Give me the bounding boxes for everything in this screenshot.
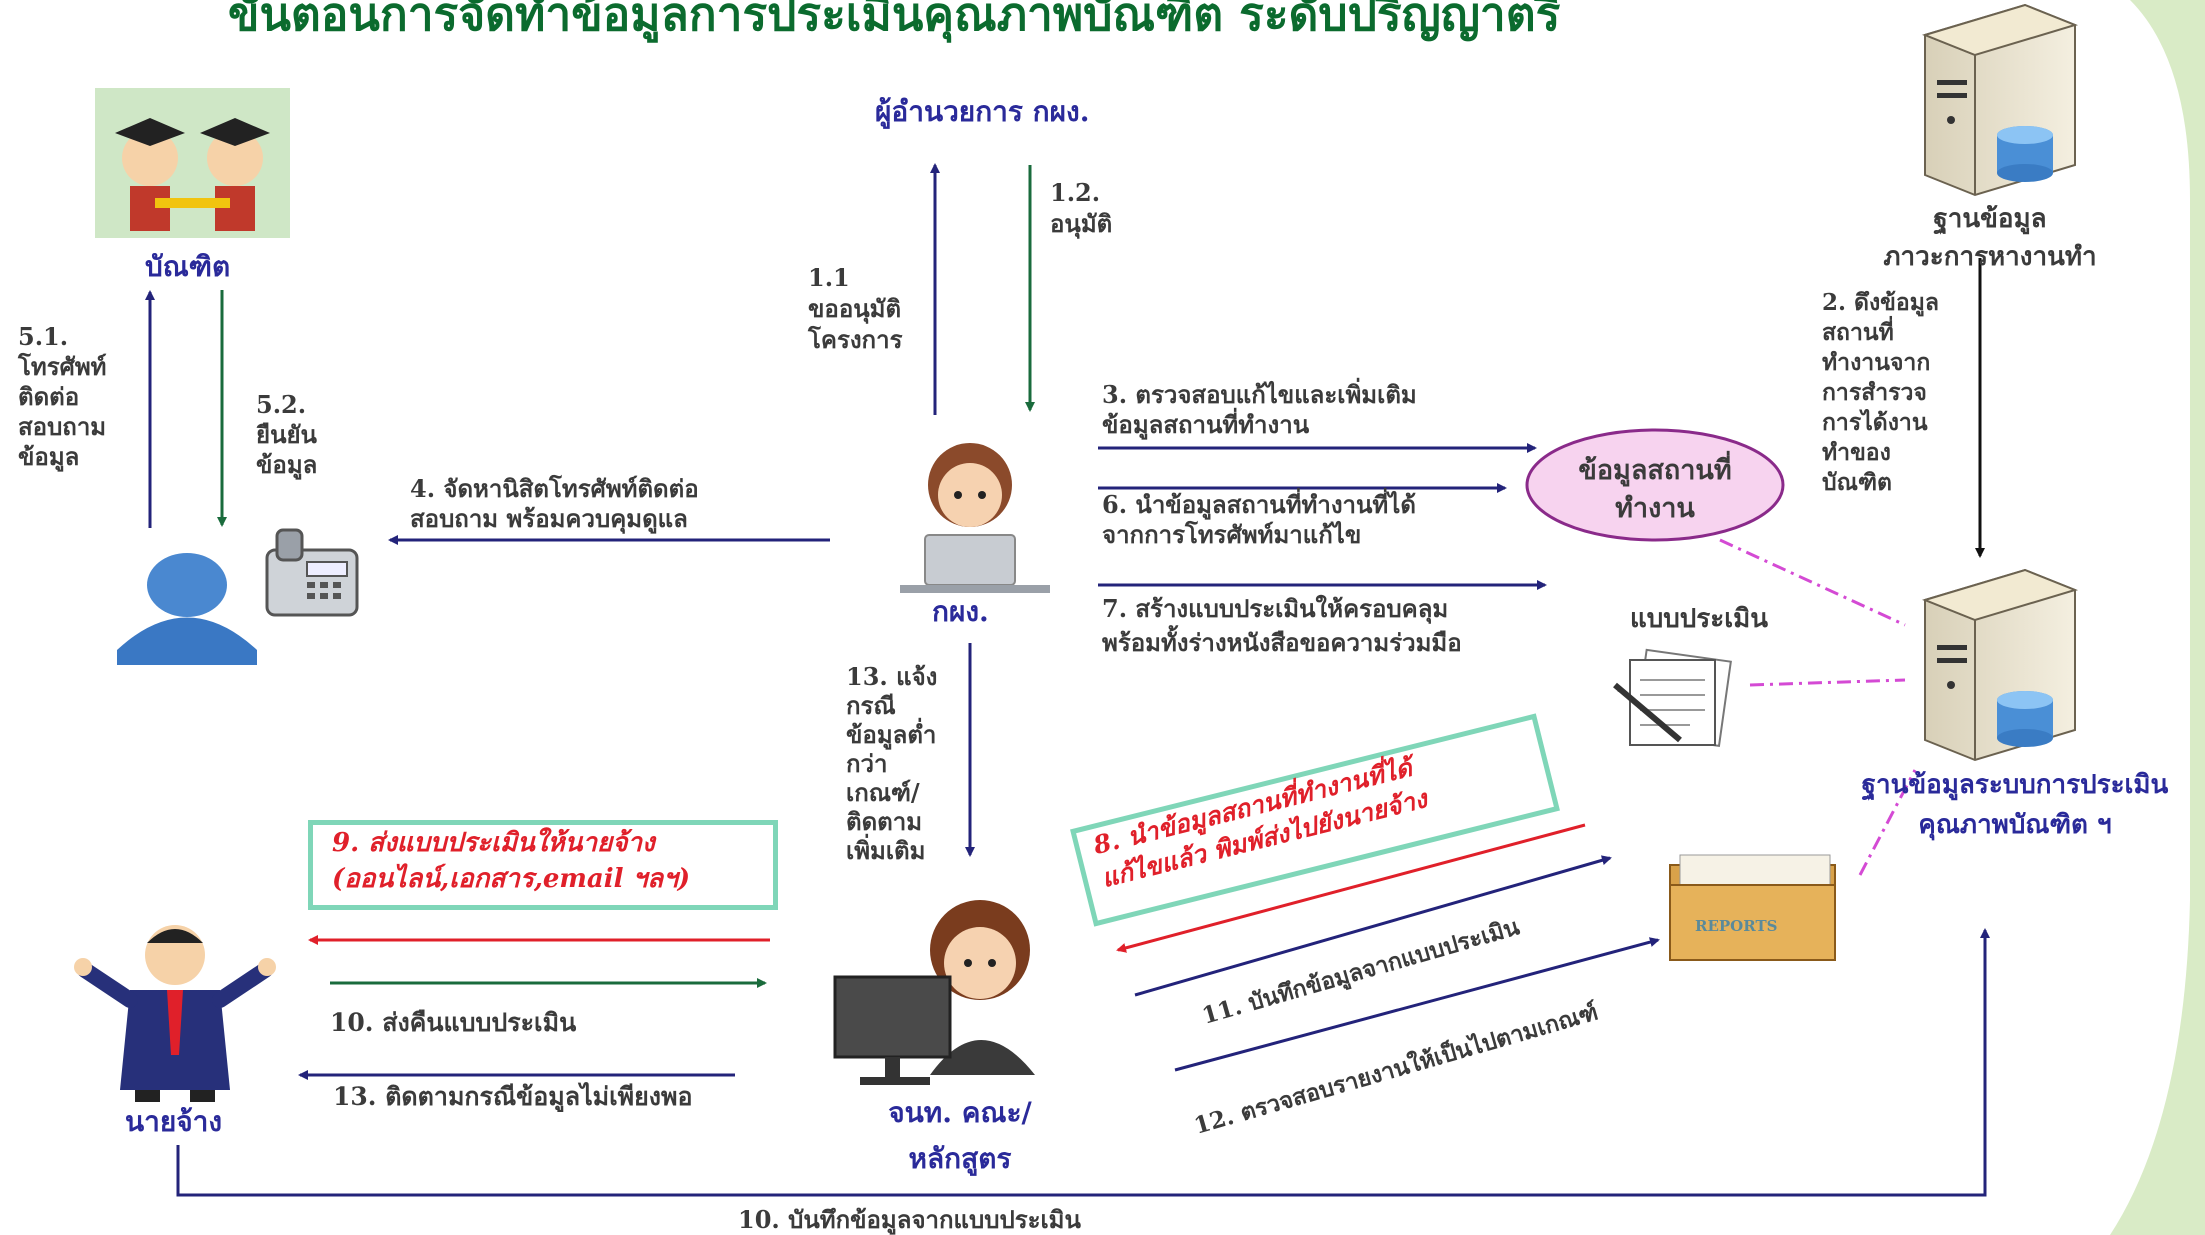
step-2-label: 2. ดึงข้อมูล สถานที่ ทำงานจาก การสำรวจ ก…	[1822, 289, 1939, 496]
step-9-label: 9. ส่งแบบประเมินให้นายจ้าง (ออนไลน์,เอกส…	[332, 828, 691, 894]
director-label: ผู้อำนวยการ กผง.	[875, 95, 1090, 128]
reports-folder-icon	[1669, 854, 1836, 961]
woman-laptop-icon	[900, 443, 1050, 593]
workplace-label: ข้อมูลสถานที่ ทำงาน	[1578, 455, 1732, 524]
form-with-pen-icon	[1613, 648, 1732, 748]
center-label: กผง.	[932, 595, 989, 628]
step-5-1-label: 5.1. โทรศัพท์ ติดต่อ สอบถาม ข้อมูล	[18, 322, 107, 471]
step-5-2-label: 5.2. ยืนยัน ข้อมูล	[256, 390, 318, 479]
step-13a-label: 13. แจ้ง กรณี ข้อมูลต่ำ กว่า เกณฑ์/ ติดต…	[846, 662, 938, 865]
businessman-icon	[74, 925, 276, 1102]
staff-label: จนท. คณะ/ หลักสูตร	[888, 1096, 1032, 1175]
step-3-label: 3. ตรวจสอบแก้ไขและเพิ่มเติม ข้อมูลสถานที…	[1102, 380, 1417, 439]
step-1-1-label: 1.1 ขออนุมัติ โครงการ	[808, 263, 903, 354]
user-silhouette-icon	[117, 553, 257, 665]
step-13b-label: 13. ติดตามกรณีข้อมูลไม่เพียงพอ	[333, 1082, 693, 1111]
step-4-label: 4. จัดหานิสิตโทรศัพท์ติดต่อ สอบถาม พร้อม…	[410, 474, 699, 533]
step-1-2-label: 1.2. อนุมัติ	[1050, 178, 1113, 238]
workplace-ellipse	[1525, 428, 1785, 542]
step-9-box	[308, 820, 778, 910]
step-7-label: 7. สร้างแบบประเมินให้ครอบคลุม พร้อมทั้งร…	[1102, 594, 1462, 657]
form-label: แบบประเมิน	[1630, 604, 1768, 634]
diagram-title: ขั้นตอนการจัดทำข้อมูลการประเมินคุณภาพบัณ…	[228, 0, 1561, 41]
woman-computer-icon	[833, 900, 1035, 1085]
graduates-icon	[95, 88, 290, 238]
step-10-label: 10. ส่งคืนแบบประเมิน	[330, 1008, 577, 1037]
step-10b-label: 10. บันทึกข้อมูลจากแบบประเมิน	[738, 1205, 1081, 1234]
side-panel	[2110, 0, 2205, 1235]
server-icon-bottom	[1921, 568, 2079, 762]
graduate-label: บัณฑิต	[145, 250, 231, 283]
telephone-icon	[265, 528, 359, 617]
db-employment-label: ฐานข้อมูล ภาวะการหางานทำ	[1883, 204, 2097, 272]
reports-icon-text: REPORTS	[1695, 917, 1778, 935]
server-icon-top	[1921, 3, 2079, 197]
db-assessment-label: ฐานข้อมูลระบบการประเมิน คุณภาพบัณฑิต ฯ	[1861, 770, 2169, 840]
step-6-label: 6. นำข้อมูลสถานที่ทำงานที่ได้ จากการโทรศ…	[1102, 490, 1416, 549]
employer-label: นายจ้าง	[125, 1105, 223, 1138]
